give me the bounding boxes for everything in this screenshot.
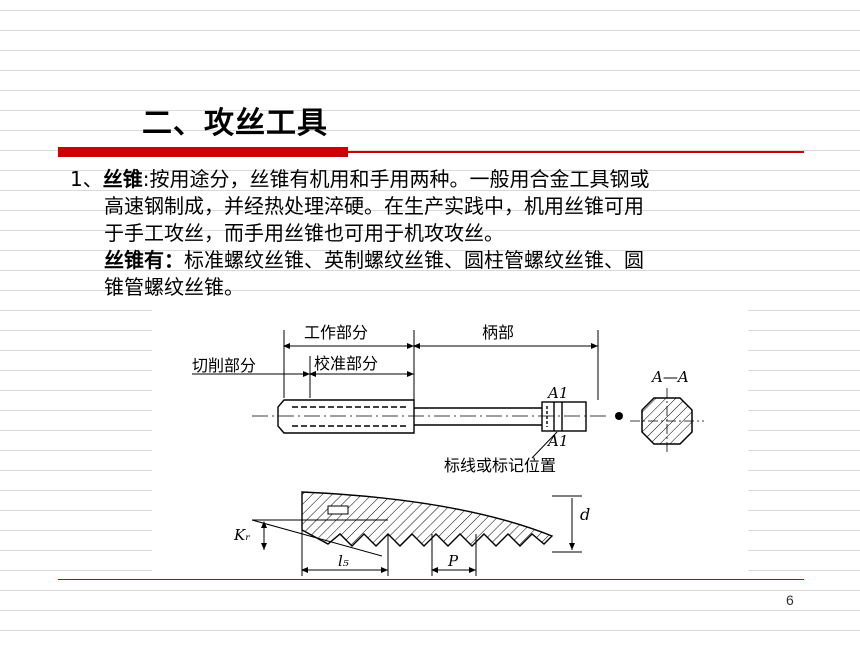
label-section-aa: A—A [650, 368, 689, 386]
label-kr: Kᵣ [233, 526, 250, 544]
label-calibrating-part: 校准部分 [314, 354, 378, 373]
title-underline-line [348, 151, 804, 153]
item-number: 1、 [70, 167, 103, 191]
label-shank: 柄部 [482, 323, 514, 342]
label-a1-top: A1 [546, 384, 568, 402]
term-tap: 丝锥 [102, 167, 143, 191]
label-working-part: 工作部分 [304, 323, 368, 342]
slide-title: 二、攻丝工具 [142, 106, 328, 141]
body-line-5: 锥管螺纹丝锥。 [104, 275, 244, 299]
body-line-4: 丝锥有：标准螺纹丝锥、英制螺纹丝锥、圆柱管螺纹丝锥、圆 [70, 247, 790, 274]
label-a1-bottom: A1 [546, 432, 568, 450]
section-aa-view [630, 388, 704, 454]
tap-diagram: 工作部分 柄部 切削部分 校准部分 A1 A1 标线或标记位置 A—A [152, 308, 748, 580]
section-marker-dot [615, 412, 623, 420]
tap-diagram-svg: 工作部分 柄部 切削部分 校准部分 A1 A1 标线或标记位置 A—A [192, 323, 704, 576]
line1-text: 按用途分，丝锥有机用和手用两种。一般用合金工具钢或 [149, 167, 650, 191]
label-mark-position: 标线或标记位置 [444, 456, 556, 475]
body-line-1: 1、丝锥:按用途分，丝锥有机用和手用两种。一般用合金工具钢或 [70, 166, 790, 193]
thread-profile-view [251, 491, 582, 576]
footer-line [58, 579, 804, 580]
mark-leader-line [531, 431, 558, 459]
label-p: P [447, 552, 459, 570]
types-label: 丝锥有： [104, 248, 184, 272]
page-number: 6 [786, 592, 794, 608]
body-line-3: 于手工攻丝，而手用丝锥也可用于机攻攻丝。 [104, 221, 504, 245]
types-text: 标准螺纹丝锥、英制螺纹丝锥、圆柱管螺纹丝锥、圆 [184, 248, 644, 272]
dimension-lines-top [192, 330, 599, 400]
body-line-2: 高速钢制成，并经热处理淬硬。在生产实践中，机用丝锥可用 [104, 194, 644, 218]
label-cutting-part: 切削部分 [192, 356, 256, 375]
term-colon: : [142, 167, 150, 191]
tap-body [252, 399, 608, 434]
label-d: d [580, 505, 590, 524]
label-l5: l₅ [338, 552, 349, 570]
slide-body: 1、丝锥:按用途分，丝锥有机用和手用两种。一般用合金工具钢或 高速钢制成，并经热… [70, 166, 790, 301]
title-underline-bar [58, 147, 348, 157]
